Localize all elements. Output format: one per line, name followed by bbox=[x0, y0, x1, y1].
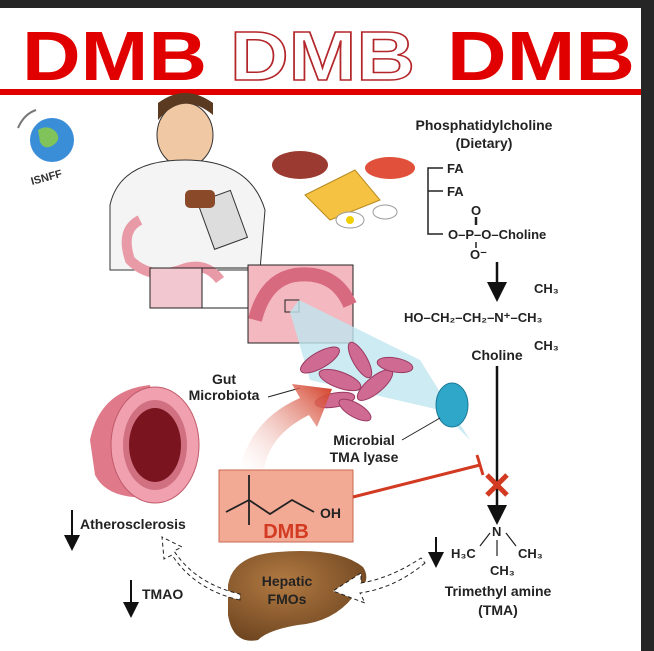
dmb-oh-label: OH bbox=[320, 505, 341, 521]
phosphatidylcholine-label: Phosphatidylcholine bbox=[416, 117, 553, 133]
logo-text: ISNFF bbox=[30, 168, 64, 188]
dietary-label: (Dietary) bbox=[456, 135, 513, 151]
intestine-magnified-view bbox=[149, 264, 470, 440]
tma-ch3-right: CH₃ bbox=[518, 546, 543, 561]
phosphate-o-top: O bbox=[471, 203, 481, 218]
tma-ch3-bottom: CH₃ bbox=[490, 563, 515, 578]
tma-h3c: H₃C bbox=[451, 546, 476, 561]
lyase-pointer bbox=[401, 417, 441, 441]
fa-label-1: FA bbox=[447, 161, 464, 176]
title-dmb-solid-left: DMB bbox=[22, 17, 207, 95]
dmb-inhibition-line bbox=[352, 454, 485, 499]
fmos-label: FMOs bbox=[268, 591, 307, 607]
phosphate-row: O–P–O–Choline bbox=[448, 227, 546, 242]
tmao-label: TMAO bbox=[142, 586, 183, 602]
fa-label-2: FA bbox=[447, 184, 464, 199]
choline-formula: HO–CH₂–CH₂–N⁺–CH₃ bbox=[404, 310, 543, 325]
title-dmb-outline: DMB bbox=[230, 17, 415, 95]
microbiota-pointer bbox=[267, 387, 301, 398]
tma-abbr: (TMA) bbox=[478, 602, 518, 618]
dmb-structure-box bbox=[218, 469, 354, 543]
liver-to-atherosclerosis-dashed-arrow bbox=[161, 536, 241, 601]
dmb-skeletal-structure bbox=[225, 475, 315, 525]
blocked-x-icon bbox=[485, 473, 509, 497]
tma-bonds bbox=[479, 532, 517, 556]
hepatic-label: Hepatic bbox=[262, 573, 313, 589]
dmb-to-microbiota-arrow bbox=[240, 384, 332, 470]
man-eating-illustration bbox=[109, 93, 266, 284]
choline-label: Choline bbox=[471, 347, 523, 363]
liver-illustration bbox=[228, 551, 367, 641]
choline-ch3-top: CH₃ bbox=[534, 281, 559, 296]
title-underline bbox=[0, 89, 641, 95]
choline-ch3-bottom: CH₃ bbox=[534, 338, 559, 353]
tma-lyase-label: TMA lyase bbox=[330, 449, 399, 465]
tma-n: N bbox=[492, 524, 501, 539]
tma-name: Trimethyl amine bbox=[445, 583, 552, 599]
microbial-label: Microbial bbox=[333, 432, 394, 448]
fa-bracket bbox=[427, 167, 443, 235]
microbiota-label: Microbiota bbox=[189, 387, 260, 403]
isnff-logo: ISNFF bbox=[17, 109, 74, 188]
artery-illustration bbox=[90, 385, 200, 504]
tma-to-liver-dashed-arrow bbox=[331, 557, 426, 604]
dmb-label: DMB bbox=[263, 521, 309, 543]
phosphate-o-bottom: O⁻ bbox=[470, 247, 487, 262]
atherosclerosis-label: Atherosclerosis bbox=[80, 516, 186, 532]
gut-label: Gut bbox=[212, 371, 236, 387]
dietary-food-illustration bbox=[272, 151, 415, 229]
title-dmb-solid-right: DMB bbox=[447, 17, 635, 95]
